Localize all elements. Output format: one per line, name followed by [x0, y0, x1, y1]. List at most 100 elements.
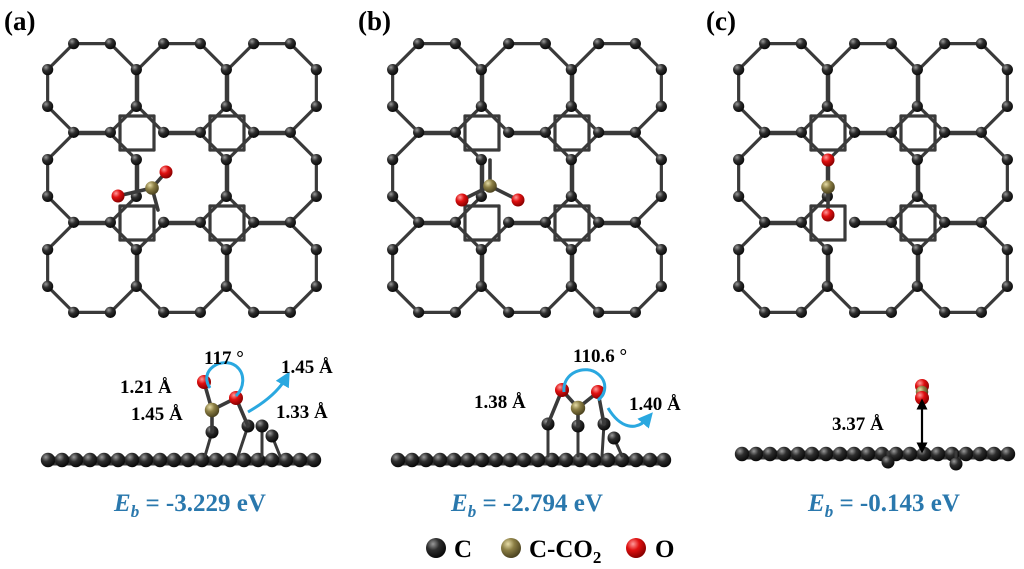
carbon-atom [130, 154, 142, 166]
adsorbed-carbon-atom [821, 180, 835, 194]
bond [391, 194, 421, 224]
carbon-atom [310, 280, 322, 292]
carbon-atom [387, 100, 399, 112]
carbon-atom [629, 306, 641, 318]
carbon-atom [629, 216, 641, 228]
panel-a-binding-energy: Eb = -3.229 eV [113, 490, 266, 521]
raised-carbon-atom [265, 429, 279, 443]
carbon-atom [655, 100, 667, 112]
carbon-atom [475, 100, 487, 112]
carbon-atom [503, 306, 515, 318]
carbon-atom [387, 280, 399, 292]
bond [827, 284, 857, 314]
carbon-atom [158, 306, 170, 318]
bond [633, 42, 663, 72]
carbon-atom [655, 244, 667, 256]
slab-carbon-atom [306, 452, 322, 468]
carbon-atom [885, 126, 897, 138]
carbon-atom [975, 216, 987, 228]
slab-carbon-atom [916, 446, 932, 462]
carbon-atom [158, 216, 170, 228]
bond [889, 222, 919, 252]
adsorbed-carbon-atom [570, 400, 586, 416]
carbon-atom [1001, 244, 1013, 256]
bond [827, 132, 857, 162]
carbon-atom [565, 244, 577, 256]
carbon-atom [387, 154, 399, 166]
carbon-atom [655, 280, 667, 292]
bond [543, 42, 573, 72]
bond [136, 222, 166, 252]
carbon-atom [194, 38, 206, 50]
carbon-atom [975, 306, 987, 318]
slab-carbon-atom [614, 452, 630, 468]
carbon-atom [1001, 100, 1013, 112]
carbon-atom [387, 244, 399, 256]
bond [108, 284, 138, 314]
carbon-atom [387, 190, 399, 202]
panel-a-bond-c-surface: 1.45 Å [131, 404, 183, 425]
bond [917, 194, 947, 224]
carbon-atom [733, 100, 745, 112]
panel-a-angle-label: 117 ° [204, 348, 244, 369]
slab-carbon-atom [110, 452, 126, 468]
bond [226, 132, 256, 162]
slab-carbon-atom [194, 452, 210, 468]
carbon-atom [821, 280, 833, 292]
bond [46, 132, 76, 162]
carbon-atom [68, 306, 80, 318]
adsorbed-carbon-atom [145, 181, 159, 195]
bond [108, 104, 138, 134]
bond [391, 42, 421, 72]
carbon-atom [310, 154, 322, 166]
carbon-atom [539, 126, 551, 138]
carbon-atom [68, 126, 80, 138]
carbon-atom [939, 216, 951, 228]
carbon-atom [194, 126, 206, 138]
carbon-atom [733, 154, 745, 166]
carbon-atom [733, 244, 745, 256]
bond [827, 42, 857, 72]
slab-carbon-atom [902, 446, 918, 462]
bond [571, 132, 601, 162]
legend-carbon-label: C [454, 536, 472, 563]
bond [633, 104, 663, 134]
bond [453, 284, 483, 314]
bond [571, 104, 601, 134]
bond [288, 194, 318, 224]
carbon-atom [220, 64, 232, 76]
carbon-atom [248, 126, 260, 138]
carbon-atom [939, 306, 951, 318]
bond [288, 42, 318, 72]
slab-carbon-atom [180, 452, 196, 468]
bond [391, 104, 421, 134]
carbon-atom [975, 126, 987, 138]
bond [288, 222, 318, 252]
slab-carbon-atom [516, 452, 532, 468]
carbon-atom [975, 38, 987, 50]
carbon-atom [565, 190, 577, 202]
slab-carbon-atom [208, 452, 224, 468]
bond [543, 104, 573, 134]
slab-carbon-atom [460, 452, 476, 468]
slab-carbon-atom [54, 452, 70, 468]
carbon-atom [475, 154, 487, 166]
carbon-atom [158, 126, 170, 138]
bond [198, 104, 228, 134]
carbon-atom [310, 100, 322, 112]
slab-carbon-atom [124, 452, 140, 468]
bond [226, 284, 256, 314]
bond [136, 104, 166, 134]
carbon-atom [42, 244, 54, 256]
bond [571, 284, 601, 314]
bond [799, 194, 829, 224]
raised-carbon-atom [607, 431, 621, 445]
carbon-atom [413, 38, 425, 50]
carbon-atom [104, 38, 116, 50]
carbon-atom [42, 280, 54, 292]
bond [453, 132, 483, 162]
bond [391, 284, 421, 314]
carbon-atom [885, 306, 897, 318]
bond [571, 42, 601, 72]
carbon-atom [284, 216, 296, 228]
